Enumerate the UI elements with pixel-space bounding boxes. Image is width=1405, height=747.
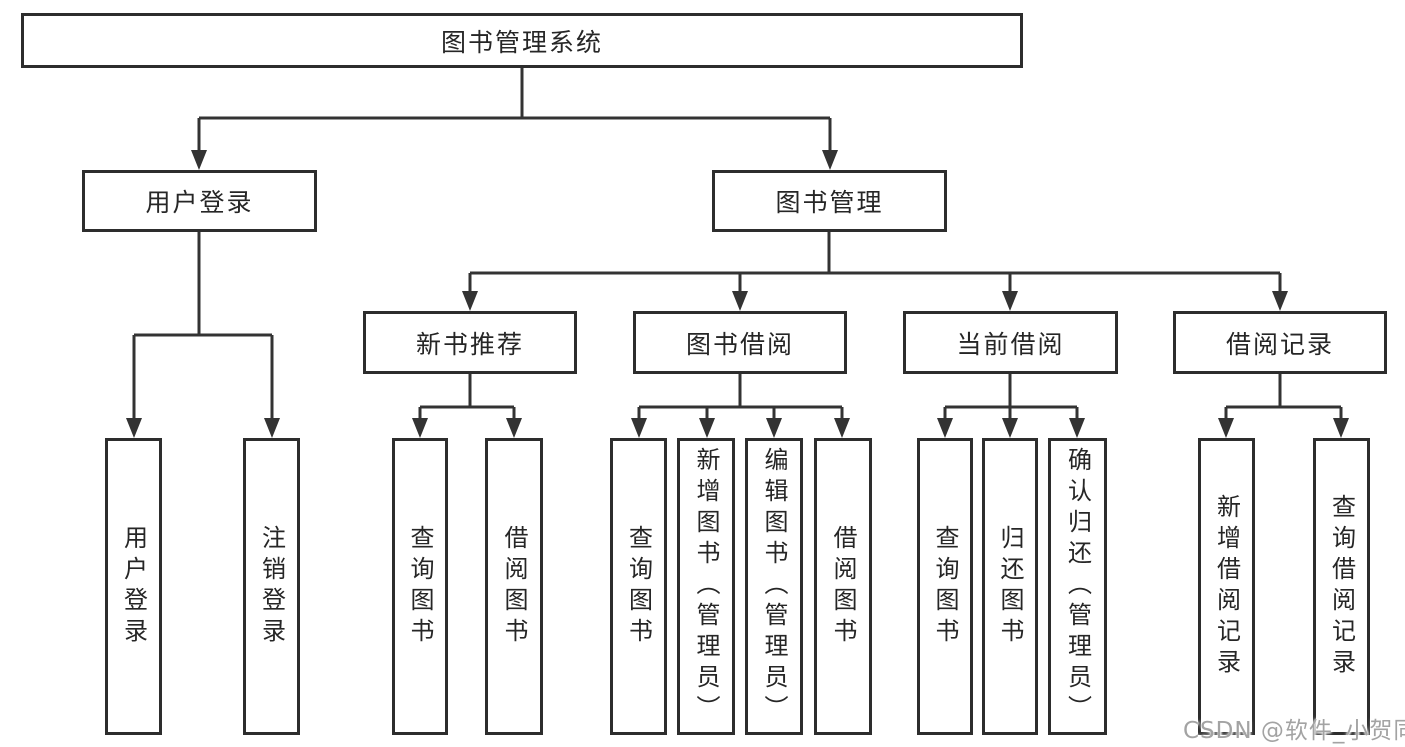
- leaf-return-books: 归还图书: [982, 438, 1038, 735]
- leaf-query-books-borrow: 查询图书: [610, 438, 667, 735]
- leaf-confirm-return-admin: 确认归还（管理员）: [1048, 438, 1107, 735]
- leaf-query-books-recommend: 查询图书: [392, 438, 448, 735]
- node-book-borrow: 图书借阅: [633, 311, 847, 374]
- node-borrow-record: 借阅记录: [1173, 311, 1387, 374]
- leaf-borrow-books: 借阅图书: [814, 438, 872, 735]
- leaf-edit-books-admin: 编辑图书（管理员）: [745, 438, 803, 735]
- leaf-logout: 注销登录: [243, 438, 300, 735]
- watermark: CSDN @软件_小贺同学: [1183, 718, 1405, 744]
- leaf-query-books-current: 查询图书: [917, 438, 973, 735]
- node-book-management: 图书管理: [712, 170, 947, 232]
- leaf-borrow-books-recommend: 借阅图书: [485, 438, 543, 735]
- leaf-query-borrow-record: 查询借阅记录: [1313, 438, 1370, 735]
- leaf-add-borrow-record: 新增借阅记录: [1198, 438, 1255, 735]
- leaf-user-login: 用户登录: [105, 438, 162, 735]
- node-user-login-group: 用户登录: [82, 170, 317, 232]
- leaf-add-books-admin: 新增图书（管理员）: [677, 438, 735, 735]
- arrowheads: [126, 150, 1349, 438]
- node-root-system: 图书管理系统: [21, 13, 1023, 68]
- node-new-book-recommend: 新书推荐: [363, 311, 577, 374]
- node-current-borrow: 当前借阅: [903, 311, 1118, 374]
